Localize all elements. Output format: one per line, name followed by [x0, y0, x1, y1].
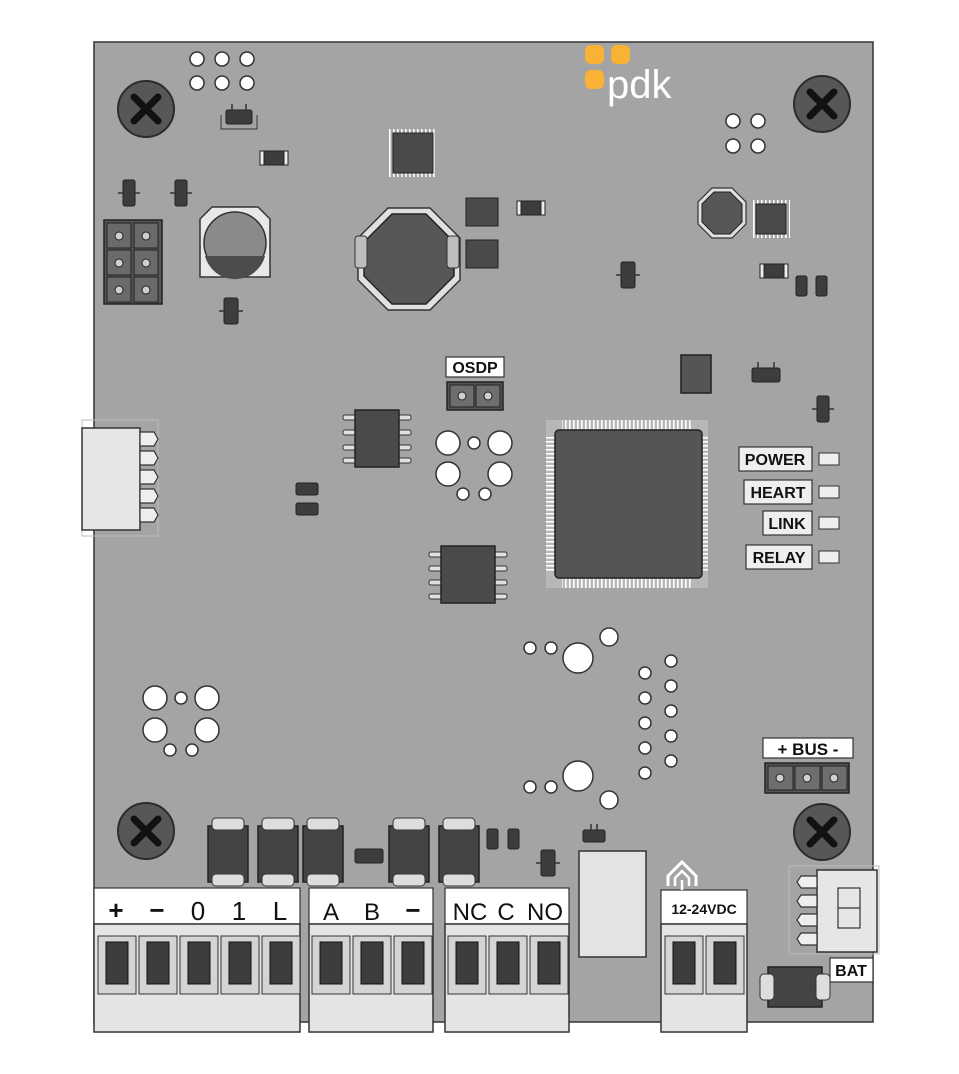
soic-chip-2 — [428, 545, 508, 604]
terminal-label-c: C — [497, 899, 514, 926]
led-relay: RELAY — [745, 544, 840, 570]
relay — [578, 850, 647, 958]
power-inductor-small — [697, 187, 747, 239]
led-link-label: LINK — [768, 516, 806, 533]
mounting-hole-bottom-left — [117, 802, 175, 860]
terminal-label-b: B — [364, 899, 380, 926]
bat-label: BAT — [835, 963, 867, 980]
led-power: POWER — [738, 446, 840, 472]
power-input-arrow-icon — [666, 859, 698, 890]
smd-cap-leads — [118, 104, 834, 864]
soic-chip-1 — [342, 409, 412, 468]
smd-resistors — [259, 150, 789, 279]
terminal-slots-reader — [97, 935, 301, 995]
crystal-block — [680, 354, 712, 394]
smd-diodes — [207, 817, 480, 887]
terminal-label-a: A — [323, 899, 339, 926]
terminal-label-plus: + — [108, 895, 123, 925]
terminal-label-d1: 1 — [232, 896, 246, 926]
led-heart: HEART — [743, 479, 840, 505]
led-heart-label: HEART — [750, 485, 805, 502]
led-link: LINK — [762, 510, 840, 536]
terminal-block-rs485: A B − — [308, 887, 434, 1033]
led-power-label: POWER — [745, 452, 806, 469]
power-inductor-large — [354, 207, 461, 311]
osdp-jumper: OSDP — [445, 356, 505, 411]
main-mcu — [546, 420, 708, 588]
terminal-block-reader: + − 0 1 L — [93, 887, 301, 1033]
side-connector-left — [81, 419, 159, 537]
pdk-logo: pdk — [585, 45, 672, 107]
terminal-label-led: L — [273, 896, 287, 926]
via-cluster-top — [189, 51, 255, 91]
terminal-label-minus: − — [149, 895, 164, 925]
header-2x3-left — [103, 219, 163, 305]
battery-connector: BAT — [788, 865, 880, 983]
qfn-chip-right — [752, 200, 790, 238]
bus-label: + BUS - — [778, 740, 839, 759]
led-relay-label: RELAY — [753, 550, 806, 567]
mounting-hole-bottom-right — [793, 803, 851, 861]
qfn-chip-top — [389, 129, 437, 177]
terminal-label-nc: NC — [453, 899, 488, 926]
smd-fuse — [759, 966, 831, 1008]
via-cluster-left — [142, 685, 220, 757]
pdk-logo-text: pdk — [607, 63, 672, 107]
terminal-block-relay: NC C NO — [444, 887, 570, 1033]
small-ic-1 — [465, 197, 499, 269]
via-cluster-top-right — [725, 113, 766, 154]
via-cluster-center — [435, 430, 513, 501]
terminal-label-d0: 0 — [191, 896, 205, 926]
smd-capacitors — [122, 109, 830, 877]
power-input-label: 12-24VDC — [671, 901, 736, 917]
via-cluster-relay-area — [523, 627, 678, 810]
mounting-hole-top-right — [793, 75, 851, 133]
osdp-label: OSDP — [452, 360, 498, 377]
mounting-hole-top-left — [117, 80, 175, 138]
bus-header: + BUS - — [762, 737, 854, 794]
terminal-label-gnd: − — [405, 895, 420, 925]
terminal-label-no: NO — [527, 899, 563, 926]
electrolytic-capacitor — [199, 206, 271, 280]
terminal-block-power: 12-24VDC — [660, 859, 748, 1033]
